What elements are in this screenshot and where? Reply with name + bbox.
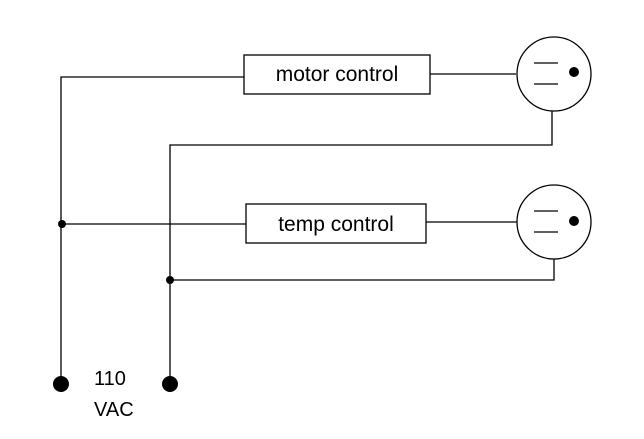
power-terminal-left	[53, 376, 69, 392]
motor-control-box	[243, 54, 431, 95]
motor-outlet	[516, 36, 592, 112]
temp-outlet	[516, 184, 592, 260]
junction-dot-hot	[58, 220, 66, 228]
voltage-unit-label: VAC	[94, 399, 134, 421]
junction-dot-neutral	[166, 276, 174, 284]
voltage-value-label: 110	[94, 368, 126, 390]
neutral-wire-to-temp-outlet	[170, 258, 555, 281]
motor-control-label: motor control	[276, 63, 399, 86]
temp-control-label: temp control	[278, 213, 394, 236]
neutral-wire-to-motor-outlet	[169, 111, 553, 383]
temp-outlet-ground-hole	[569, 216, 579, 226]
motor-outlet-ground-hole	[569, 67, 579, 77]
motor-outlet-body	[516, 36, 592, 112]
hot-wire-to-motor-control	[60, 76, 244, 383]
temp-control-component: temp control	[245, 203, 427, 244]
temp-control-box	[245, 203, 427, 244]
power-terminal-right	[162, 376, 178, 392]
temp-outlet-body	[516, 184, 592, 260]
motor-control-component: motor control	[243, 54, 431, 95]
